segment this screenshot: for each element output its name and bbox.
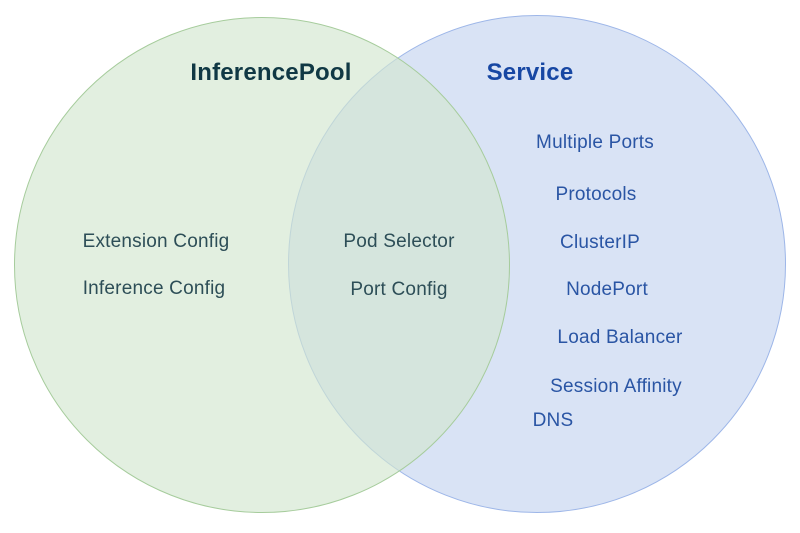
- right-item-protocols: Protocols: [555, 184, 637, 205]
- inferencepool-title: InferencePool: [190, 59, 352, 86]
- intersection-item-port-config: Port Config: [350, 279, 448, 300]
- inferencepool-circle: [14, 17, 510, 513]
- right-item-session-affinity: Session Affinity: [550, 376, 682, 397]
- left-item-inference-config: Inference Config: [82, 278, 226, 299]
- intersection-item-pod-selector: Pod Selector: [343, 231, 455, 252]
- service-title: Service: [486, 59, 574, 86]
- right-item-nodeport: NodePort: [566, 279, 648, 300]
- right-item-load-balancer: Load Balancer: [557, 327, 683, 348]
- right-item-dns: DNS: [532, 410, 574, 431]
- left-item-extension-config: Extension Config: [82, 231, 230, 252]
- right-item-multiple-ports: Multiple Ports: [536, 132, 654, 153]
- right-item-clusterip: ClusterIP: [560, 232, 640, 253]
